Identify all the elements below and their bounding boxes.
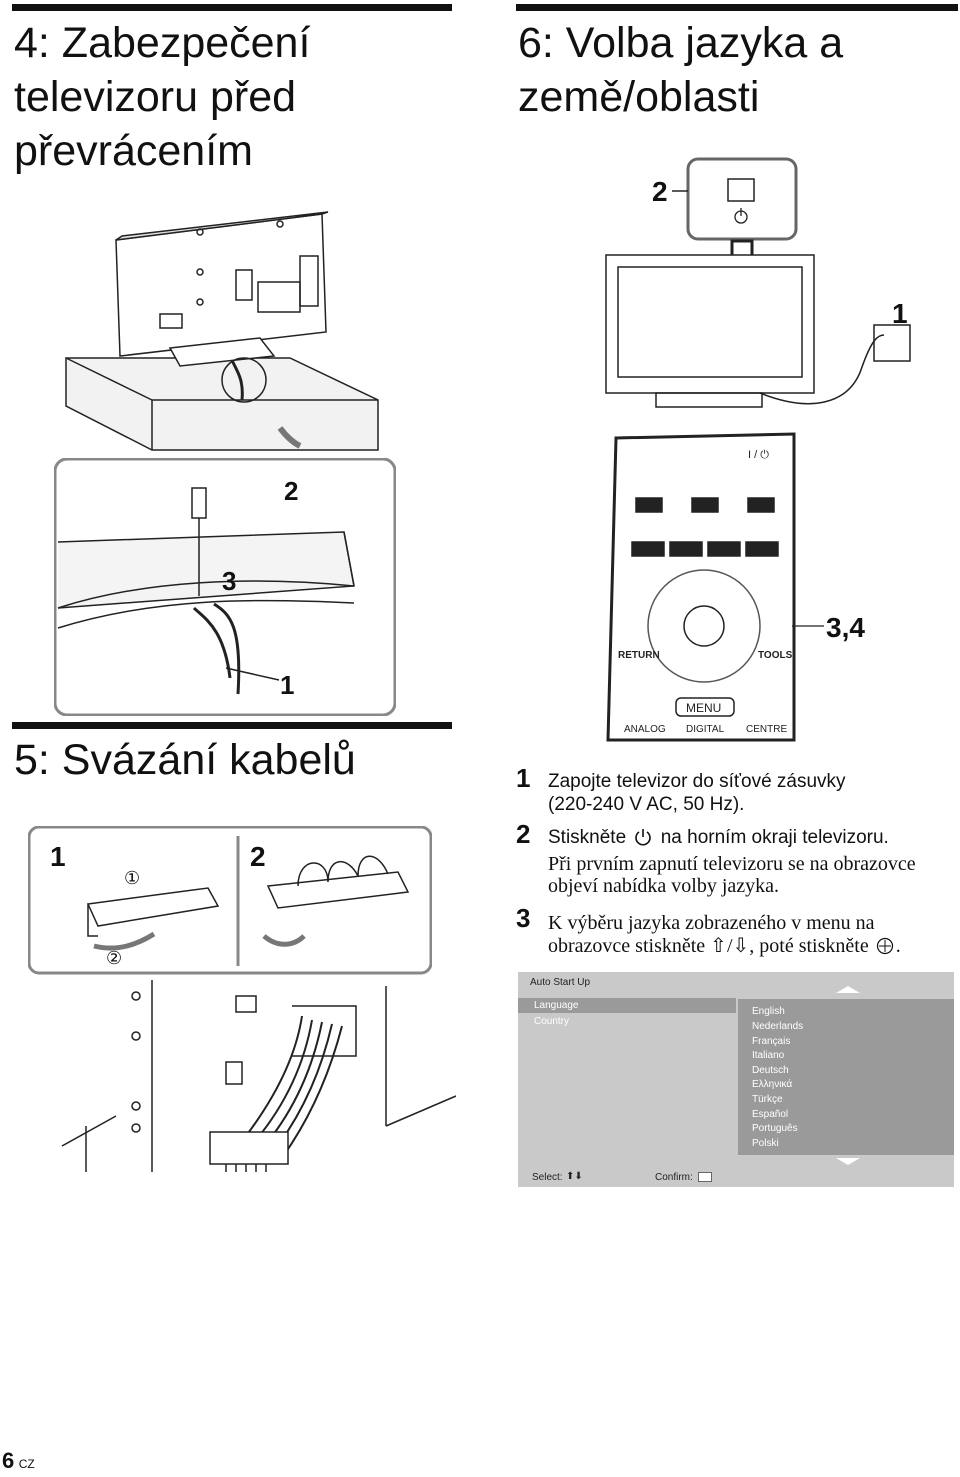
up-arrow-icon: ⇧ xyxy=(710,933,727,957)
language-option[interactable]: Español xyxy=(752,1109,789,1120)
up-down-keys-icon: ⬆⬇ xyxy=(566,1171,583,1182)
strap-detail-illustration: 2 3 1 xyxy=(54,458,396,716)
osd-menu-item-country[interactable]: Country xyxy=(518,1014,736,1029)
scroll-down-icon[interactable] xyxy=(836,1158,860,1165)
osd-menu: Language Country xyxy=(518,998,736,1168)
remote-tools-label: TOOLS xyxy=(758,650,793,661)
callout-3: 3 xyxy=(222,566,236,596)
section-4-title: 4: Zabezpečení televizoru před převrácen… xyxy=(14,19,311,175)
tv-stand-illustration xyxy=(65,211,379,451)
language-option[interactable]: Português xyxy=(752,1123,798,1134)
step-text-line: (220-240 V AC, 50 Hz). xyxy=(548,794,745,815)
language-option[interactable]: Français xyxy=(752,1036,791,1047)
circled-1: ① xyxy=(124,868,140,889)
center-key-icon xyxy=(698,1172,712,1182)
step-number: 1 xyxy=(516,763,531,793)
section-6-title: 6: Volba jazyka a země/oblasti xyxy=(518,19,844,121)
language-option[interactable]: Türkçe xyxy=(752,1094,783,1105)
remote-ab-label: A/B xyxy=(752,499,770,511)
remote-menu-label: MENU xyxy=(686,701,721,715)
scroll-up-icon[interactable] xyxy=(836,986,860,993)
osd-language-list: English Nederlands Français Italiano Deu… xyxy=(738,999,954,1155)
language-option[interactable]: Nederlands xyxy=(752,1021,804,1032)
callout-1: 1 xyxy=(892,298,908,329)
step-2: 2 Stiskněte na horním okraji televizoru.… xyxy=(516,819,956,898)
callout-1: 1 xyxy=(50,841,66,872)
callout-2: 2 xyxy=(652,176,668,207)
osd-title: Auto Start Up xyxy=(530,977,591,988)
select-label: Select: xyxy=(532,1172,563,1183)
remote-return-label: RETURN xyxy=(618,650,660,661)
page-number: 6 CZ xyxy=(2,1448,35,1473)
step-text-line: obrazovce stiskněte ⇧/⇩, poté stiskněte … xyxy=(548,933,901,958)
language-option[interactable]: Deutsch xyxy=(752,1065,789,1076)
callout-3-4: 3,4 xyxy=(826,612,865,643)
osd-footer: Select: ⬆⬇ Confirm: xyxy=(518,1168,954,1187)
step-text-line: objeví nabídka volby jazyka. xyxy=(548,875,780,897)
auto-start-up-screen: Auto Start Up Language Country English N… xyxy=(518,972,954,1187)
remote-analog-label: ANALOG xyxy=(624,724,666,735)
callout-2: 2 xyxy=(250,841,266,872)
callout-2: 2 xyxy=(284,476,298,506)
section-5-title: 5: Svázání kabelů xyxy=(14,736,356,784)
step-1: 1 Zapojte televizor do síťové zásuvky (2… xyxy=(516,763,956,820)
remote-digital-label: DIGITAL xyxy=(686,724,725,735)
confirm-label: Confirm: xyxy=(655,1172,693,1183)
step-number: 3 xyxy=(516,903,531,933)
power-icon xyxy=(734,208,748,224)
remote-centre-label: CENTRE xyxy=(746,724,787,735)
circled-2: ② xyxy=(106,948,122,969)
step-3: 3 K výběru jazyka zobrazeného v menu na … xyxy=(516,903,956,960)
section-5-rule xyxy=(12,722,452,729)
step-text-line: K výběru jazyka zobrazeného v menu na xyxy=(548,912,875,934)
remote-power-label: I / ⏻ xyxy=(748,449,769,461)
center-button-icon xyxy=(876,937,893,955)
section-4-rule xyxy=(12,4,452,11)
cable-holder-illustration: 1 2 ① ② xyxy=(28,826,432,975)
section-6-rule xyxy=(516,4,958,11)
osd-menu-item-language[interactable]: Language xyxy=(518,998,736,1013)
power-icon xyxy=(635,829,652,846)
step-text-line: Zapojte televizor do síťové zásuvky xyxy=(548,771,846,792)
language-option[interactable]: Polski xyxy=(752,1138,779,1149)
step-text-line: Stiskněte na horním okraji televizoru. xyxy=(548,827,889,848)
cables-back-illustration xyxy=(61,980,456,1172)
callout-1: 1 xyxy=(280,670,294,700)
tv-power-illustration: 2 1 xyxy=(605,157,911,408)
down-arrow-icon: ⇩ xyxy=(732,933,750,957)
language-option[interactable]: Italiano xyxy=(752,1050,785,1061)
language-option[interactable]: English xyxy=(752,1006,785,1017)
remote-illustration: I / ⏻ A/B RETURN TOOLS MENU ANALOG DIGIT… xyxy=(606,432,865,742)
step-text-line: Při prvním zapnutí televizoru se na obra… xyxy=(548,853,916,875)
language-option[interactable]: Ελληνικά xyxy=(752,1079,793,1090)
step-number: 2 xyxy=(516,819,531,849)
